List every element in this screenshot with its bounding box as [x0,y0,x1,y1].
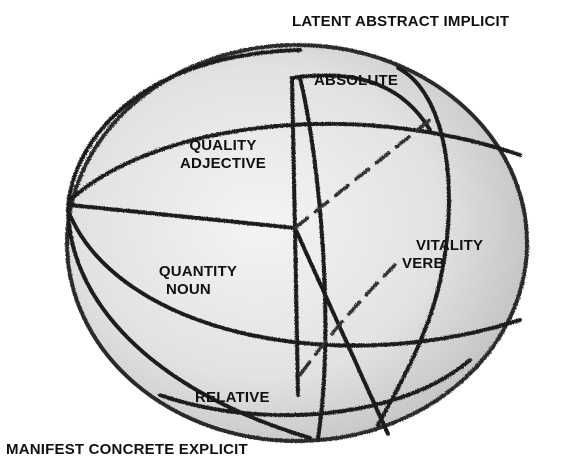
region-vitality-line1: VITALITY [402,237,483,255]
top-caption: LATENT ABSTRACT IMPLICIT [292,13,509,31]
region-quantity: QUANTITY NOUN [158,263,238,299]
region-vitality-line2: VERB [402,255,483,273]
region-vitality: VITALITY VERB [402,237,483,273]
region-relative: RELATIVE [195,389,270,407]
region-quantity-line2: NOUN [158,281,238,299]
region-quantity-line1: QUANTITY [158,263,238,281]
bottom-caption: MANIFEST CONCRETE EXPLICIT [6,441,248,459]
region-quality-line1: QUALITY [168,137,278,155]
region-quality: QUALITY ADJECTIVE [168,137,278,173]
region-absolute: ABSOLUTE [314,72,398,90]
region-quality-line2: ADJECTIVE [168,155,278,173]
